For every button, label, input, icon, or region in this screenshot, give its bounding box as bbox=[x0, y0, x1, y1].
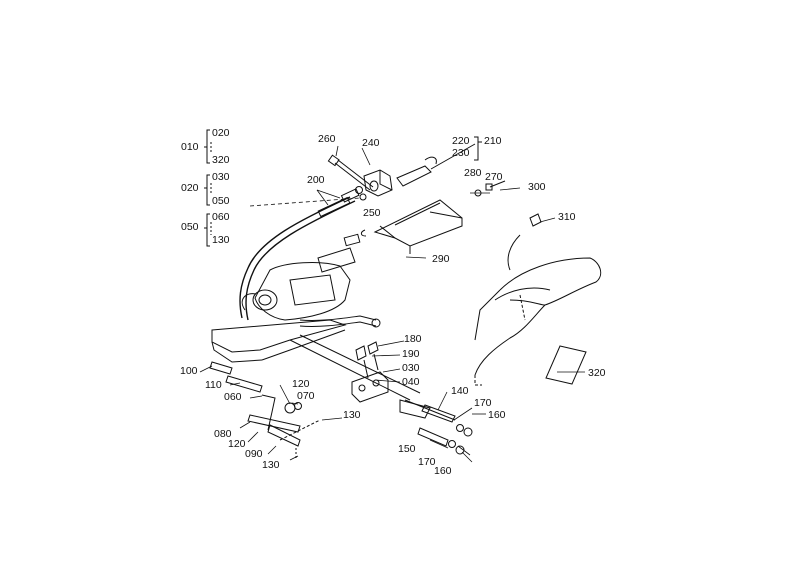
label-110: 110 bbox=[205, 379, 222, 391]
label-310: 310 bbox=[558, 211, 576, 223]
label-070: 070 bbox=[297, 390, 315, 402]
label-090: 090 bbox=[245, 448, 263, 460]
label-180: 180 bbox=[404, 333, 422, 345]
decal-plate-320 bbox=[546, 346, 586, 384]
label-240: 240 bbox=[362, 137, 380, 149]
label-010: 010 bbox=[181, 141, 199, 153]
label-140: 140 bbox=[451, 385, 469, 397]
label-160-lower: 160 bbox=[434, 465, 452, 477]
label-300: 300 bbox=[528, 181, 546, 193]
transmission-housing bbox=[212, 234, 380, 362]
label-120-lower: 120 bbox=[228, 438, 246, 450]
label-050-low: 050 bbox=[181, 221, 199, 233]
lever-bracket-290 bbox=[361, 181, 505, 254]
valve-assembly bbox=[290, 335, 430, 418]
label-260: 260 bbox=[318, 133, 336, 145]
label-020-mid: 020 bbox=[181, 182, 199, 194]
label-170-lower: 170 bbox=[418, 456, 436, 468]
bracket-210 bbox=[474, 137, 482, 160]
label-150: 150 bbox=[398, 443, 416, 455]
label-050-mid: 050 bbox=[212, 195, 230, 207]
label-020-top: 020 bbox=[212, 127, 230, 139]
label-130-mid: 130 bbox=[343, 409, 361, 421]
label-200: 200 bbox=[307, 174, 325, 186]
cable-end-assembly bbox=[328, 144, 475, 200]
lever-rods bbox=[210, 362, 320, 458]
label-250: 250 bbox=[363, 207, 381, 219]
label-120-upper: 120 bbox=[292, 378, 310, 390]
label-130-low: 130 bbox=[212, 234, 230, 246]
label-040: 040 bbox=[402, 376, 420, 388]
leader-lines bbox=[200, 146, 585, 462]
label-030: 030 bbox=[402, 362, 420, 374]
label-220: 220 bbox=[452, 135, 470, 147]
control-cable bbox=[240, 189, 359, 320]
label-160-upper: 160 bbox=[488, 409, 506, 421]
label-230: 230 bbox=[452, 147, 470, 159]
label-060-low: 060 bbox=[212, 211, 230, 223]
label-320-plate: 320 bbox=[588, 367, 606, 379]
fender-assembly bbox=[475, 214, 601, 385]
label-280: 280 bbox=[464, 167, 482, 179]
bolts-140-150 bbox=[405, 400, 472, 454]
label-170-upper: 170 bbox=[474, 397, 492, 409]
group-brackets bbox=[204, 130, 211, 246]
label-190: 190 bbox=[402, 348, 420, 360]
label-320-top: 320 bbox=[212, 154, 230, 166]
label-080: 080 bbox=[214, 428, 232, 440]
label-030-mid: 030 bbox=[212, 171, 230, 183]
label-210: 210 bbox=[484, 135, 502, 147]
label-290: 290 bbox=[432, 253, 450, 265]
label-270: 270 bbox=[485, 171, 503, 183]
label-100: 100 bbox=[180, 365, 198, 377]
label-130-bottom: 130 bbox=[262, 459, 280, 471]
label-060: 060 bbox=[224, 391, 242, 403]
